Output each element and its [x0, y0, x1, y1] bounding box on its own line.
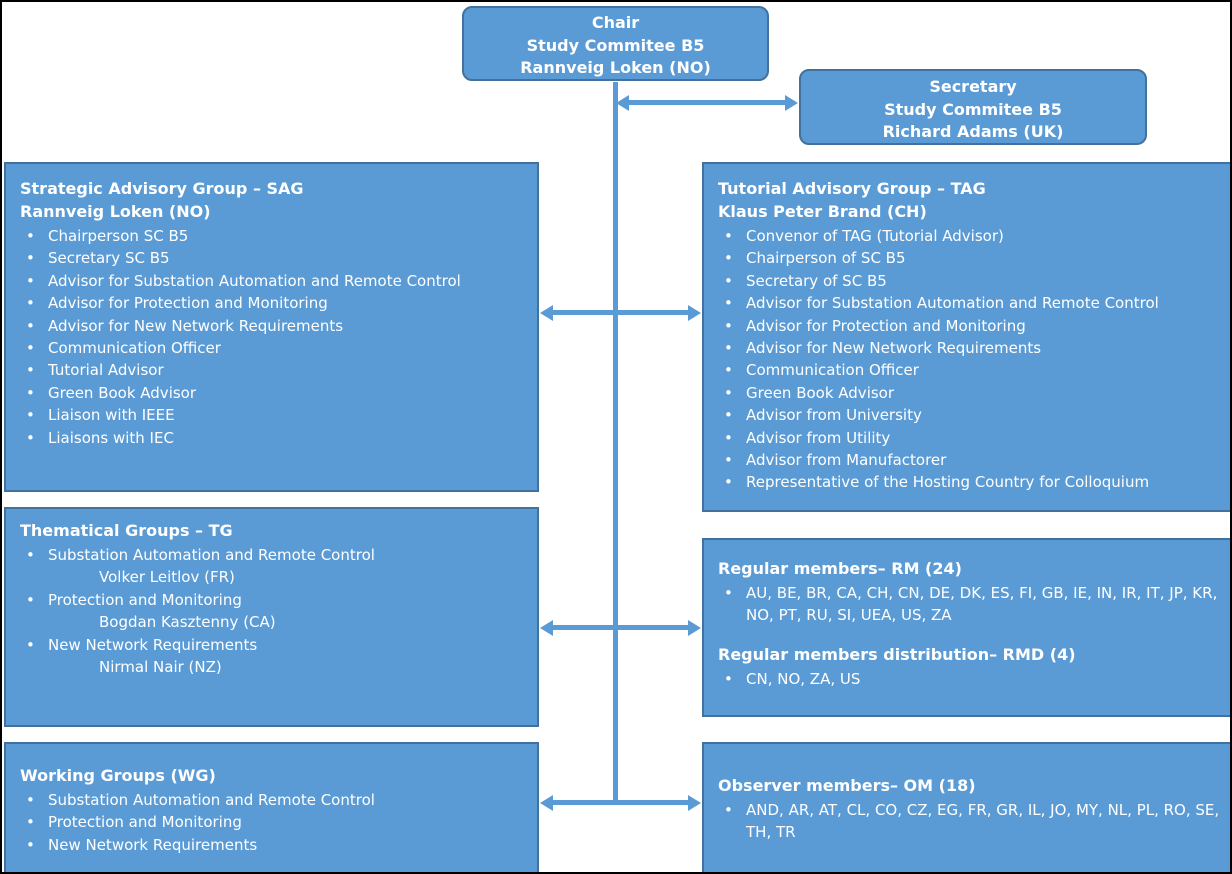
tg-box: Thematical Groups – TG Substation Automa…: [4, 507, 539, 727]
list-item: Green Book Advisor: [704, 382, 1230, 405]
list-item: Green Book Advisor: [6, 382, 537, 405]
list-item: Substation Automation and Remote Control: [6, 544, 537, 567]
list-item: Chairperson of SC B5: [704, 247, 1230, 270]
arrow-sag-tag: [553, 310, 688, 315]
tag-title: Tutorial Advisory Group – TAG: [718, 179, 986, 198]
list-item: Representative of the Hosting Country fo…: [704, 471, 1230, 494]
list-item: Advisor for Substation Automation and Re…: [704, 292, 1230, 315]
list-item: AU, BE, BR, CA, CH, CN, DE, DK, ES, FI, …: [704, 582, 1230, 627]
chair-committee: Study Commitee B5: [526, 35, 705, 55]
list-item: Advisor for New Network Requirements: [704, 337, 1230, 360]
secretary-person: Richard Adams (UK): [882, 122, 1064, 141]
list-item: Chairperson SC B5: [6, 225, 537, 248]
chair-box: Chair Study Commitee B5 Rannveig Loken (…: [462, 6, 769, 81]
list-item: Liaison with IEEE: [6, 404, 537, 427]
list-item-person: Nirmal Nair (NZ): [99, 658, 222, 677]
list-item: Tutorial Advisor: [6, 359, 537, 382]
chair-text: Chair Study Commitee B5 Rannveig Loken (…: [464, 12, 767, 80]
list-item: Advisor for Substation Automation and Re…: [6, 270, 537, 293]
list-item: New Network Requirements: [6, 634, 537, 657]
rm-box: Regular members– RM (24) AU, BE, BR, CA,…: [702, 538, 1230, 717]
tg-list: Substation Automation and Remote Control…: [6, 544, 537, 678]
list-item-person: Bogdan Kasztenny (CA): [99, 613, 276, 632]
list-item: Advisor from University: [704, 404, 1230, 427]
wg-list: Substation Automation and Remote Control…: [6, 789, 537, 857]
rm-title: Regular members– RM (24): [718, 559, 962, 578]
list-item-person: Volker Leitlov (FR): [99, 568, 235, 587]
chair-role: Chair: [591, 13, 640, 32]
list-item: Advisor for Protection and Monitoring: [704, 315, 1230, 338]
tag-box: Tutorial Advisory Group – TAG Klaus Pete…: [702, 162, 1230, 512]
rmd-title: Regular members distribution– RMD (4): [718, 644, 1076, 664]
list-item: New Network Requirements: [6, 834, 537, 857]
tag-subtitle: Klaus Peter Brand (CH): [718, 202, 927, 221]
list-item: Convenor of TAG (Tutorial Advisor): [704, 225, 1230, 248]
sag-box: Strategic Advisory Group – SAG Rannveig …: [4, 162, 539, 492]
secretary-committee: Study Commitee B5: [884, 99, 1062, 119]
arrow-tg-rm: [553, 625, 688, 630]
tg-title: Thematical Groups – TG: [20, 521, 233, 540]
sag-title: Strategic Advisory Group – SAG: [20, 179, 304, 198]
wg-box: Working Groups (WG) Substation Automatio…: [4, 742, 539, 872]
list-item: Protection and Monitoring: [6, 589, 537, 612]
list-item: Advisor from Utility: [704, 427, 1230, 450]
list-item: Advisor from Manufactorer: [704, 449, 1230, 472]
secretary-box: Secretary Study Commitee B5 Richard Adam…: [799, 69, 1147, 145]
om-title: Observer members– OM (18): [718, 776, 976, 795]
list-item: Secretary of SC B5: [704, 270, 1230, 293]
list-item: Advisor for Protection and Monitoring: [6, 292, 537, 315]
rm-list: AU, BE, BR, CA, CH, CN, DE, DK, ES, FI, …: [704, 582, 1230, 627]
list-item: Advisor for New Network Requirements: [6, 315, 537, 338]
arrow-chair-secretary: [629, 100, 785, 105]
list-item: Communication Officer: [6, 337, 537, 360]
sag-subtitle: Rannveig Loken (NO): [20, 202, 211, 221]
arrow-wg-om: [553, 800, 688, 805]
wg-title: Working Groups (WG): [20, 766, 216, 785]
om-list: AND, AR, AT, CL, CO, CZ, EG, FR, GR, IL,…: [704, 799, 1230, 844]
list-item: AND, AR, AT, CL, CO, CZ, EG, FR, GR, IL,…: [704, 799, 1230, 844]
sag-list: Chairperson SC B5 Secretary SC B5 Adviso…: [6, 225, 537, 449]
list-item: Secretary SC B5: [6, 247, 537, 270]
connector-vertical-line: [613, 82, 618, 804]
secretary-role: Secretary: [929, 77, 1017, 96]
secretary-text: Secretary Study Commitee B5 Richard Adam…: [801, 76, 1145, 144]
om-box: Observer members– OM (18) AND, AR, AT, C…: [702, 742, 1230, 872]
list-item: CN, NO, ZA, US: [704, 668, 1230, 691]
list-item: Communication Officer: [704, 359, 1230, 382]
tag-list: Convenor of TAG (Tutorial Advisor) Chair…: [704, 225, 1230, 494]
rmd-list: CN, NO, ZA, US: [704, 668, 1230, 691]
list-item: Protection and Monitoring: [6, 811, 537, 834]
list-item: Substation Automation and Remote Control: [6, 789, 537, 812]
list-item: Liaisons with IEC: [6, 427, 537, 450]
chair-person: Rannveig Loken (NO): [520, 58, 711, 77]
